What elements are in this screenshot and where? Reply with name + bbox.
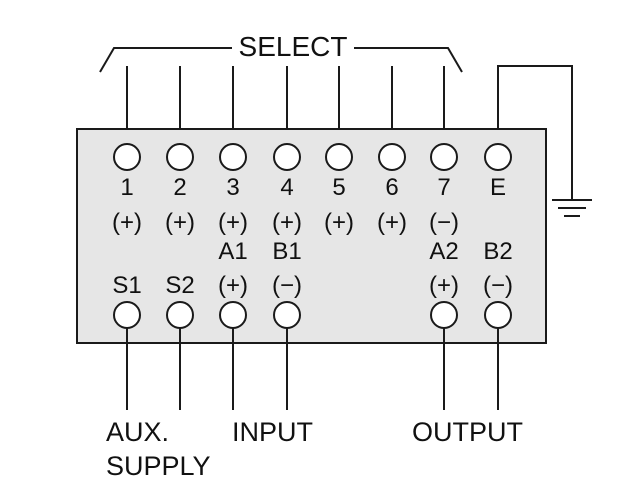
terminal-2-polarity: (+) [165,209,195,236]
terminal-4-polarity: (+) [272,209,302,236]
terminal-3[interactable] [219,143,247,171]
terminal-7[interactable] [430,143,458,171]
terminal-5-label: 5 [332,174,345,201]
bottom-wires [126,328,499,410]
earth-wiring [497,65,592,217]
module-body [76,128,547,344]
terminal-6[interactable] [378,143,406,171]
terminal-6-polarity: (+) [377,209,407,236]
terminal-2-label: 2 [173,174,186,201]
terminal-6-label: 6 [385,174,398,201]
terminal-e[interactable] [484,143,512,171]
terminal-7-label: 7 [437,174,450,201]
select-bracket-left [99,47,232,73]
terminal-e-label: E [490,174,506,201]
terminal-5-polarity: (+) [324,209,354,236]
select-bracket-right [354,47,463,73]
terminal-b2-polarity: (−) [483,272,513,299]
terminal-a1[interactable] [219,301,247,329]
terminal-a1-label: A1 [218,238,247,265]
terminal-1[interactable] [113,143,141,171]
terminal-7-polarity: (−) [429,209,459,236]
terminal-1-label: 1 [120,174,133,201]
bottom-terminal-row [113,301,512,329]
terminal-s1[interactable] [113,301,141,329]
output-label: OUTPUT [412,417,523,447]
ground-icon [552,199,592,217]
terminal-2[interactable] [166,143,194,171]
terminal-b1-label: B1 [272,238,301,265]
terminal-b2[interactable] [484,301,512,329]
terminal-a1-polarity: (+) [218,272,248,299]
bottom-lower-labels: S1 S2 (+) (−) (+) (−) [112,272,513,299]
terminal-4-label: 4 [280,174,293,201]
terminal-a2[interactable] [430,301,458,329]
terminal-s2-label: S2 [165,272,194,299]
terminal-3-polarity: (+) [218,209,248,236]
input-label: INPUT [232,417,313,447]
terminal-a2-label: A2 [429,238,458,265]
terminal-b2-label: B2 [483,238,512,265]
terminal-4[interactable] [273,143,301,171]
terminal-3-label: 3 [226,174,239,201]
terminal-1-polarity: (+) [112,209,142,236]
top-terminal-labels: 1 2 3 4 5 6 7 E [120,174,506,201]
group-labels: AUX. SUPPLY INPUT OUTPUT [106,417,523,481]
terminal-s1-label: S1 [112,272,141,299]
terminal-a2-polarity: (+) [429,272,459,299]
top-terminal-row [113,143,512,171]
aux-supply-label-line1: AUX. [106,417,169,447]
select-label: SELECT [239,31,348,62]
terminal-b1[interactable] [273,301,301,329]
terminal-s2[interactable] [166,301,194,329]
bottom-upper-labels: A1 B1 A2 B2 [218,238,512,265]
terminal-b1-polarity: (−) [272,272,302,299]
top-polarity-row: (+) (+) (+) (+) (+) (+) (−) [112,209,459,236]
wire-e [497,65,573,200]
terminal-5[interactable] [325,143,353,171]
select-bracket: SELECT [99,31,463,73]
select-wires [126,66,445,145]
aux-supply-label-line2: SUPPLY [106,451,211,481]
